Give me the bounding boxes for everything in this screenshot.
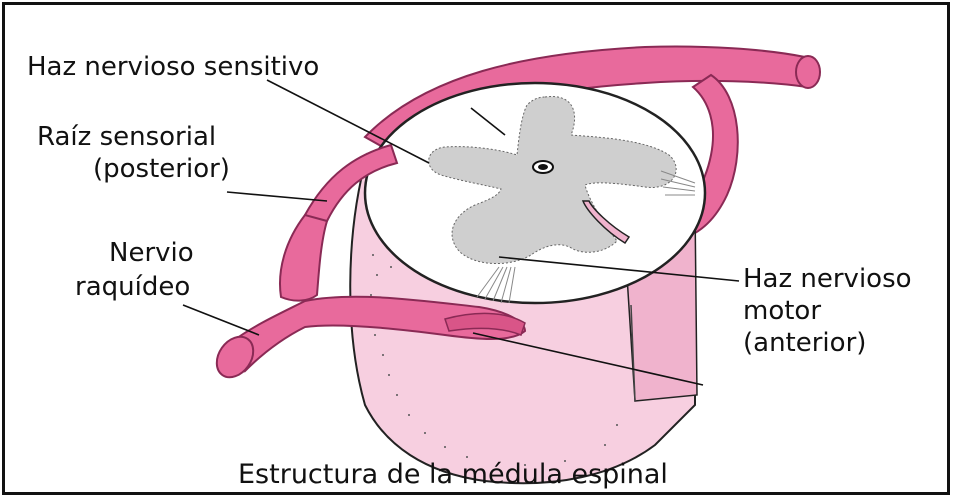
leader-spinal-nerve xyxy=(183,305,259,335)
label-sensory-root-line2: (posterior) xyxy=(93,154,230,184)
label-sensory-tract: Haz nervioso sensitivo xyxy=(27,52,319,82)
leader-sensory-root xyxy=(227,192,327,201)
central-canal-inner xyxy=(538,164,548,170)
dorsal-nerve-cut-end xyxy=(796,56,820,88)
label-spinal-nerve-line1: Nervio xyxy=(109,238,194,268)
posterior-root-ganglion xyxy=(280,215,327,301)
diagram-caption: Estructura de la médula espinal xyxy=(238,459,668,490)
diagram-frame: Haz nervioso sensitivo Raíz sensorial (p… xyxy=(2,2,950,495)
label-spinal-nerve-line2: raquídeo xyxy=(75,272,190,302)
label-motor-tract-line1: Haz nervioso xyxy=(743,264,912,294)
label-sensory-root-line1: Raíz sensorial xyxy=(37,122,216,152)
label-motor-tract-line2: motor xyxy=(743,296,821,326)
spinal-cord-diagram: Haz nervioso sensitivo Raíz sensorial (p… xyxy=(5,5,950,495)
label-motor-tract-line3: (anterior) xyxy=(743,328,866,358)
